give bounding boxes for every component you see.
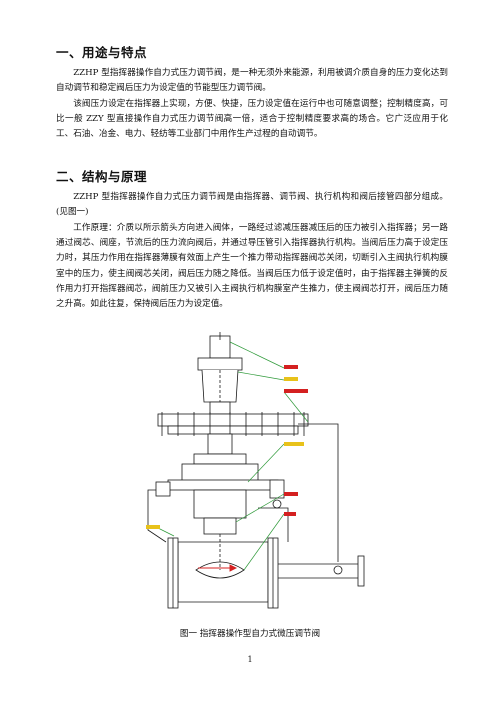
figure-caption: 图一 指挥器操作型自力式微压调节阀 [179,629,321,639]
page-number: 1 [247,655,253,664]
section-heading-2: 二、结构与原理 [56,169,148,184]
section1-paragraph-1: ZZHP 型指挥器操作自力式压力调节阀，是一种无须外来能源，利用被调介质自身的压… [56,68,448,94]
section2-paragraph-1: ZZHP 型指挥器操作自力式压力调节阀是由指挥器、调节阀、执行机构和阀后接管四部… [56,192,448,218]
valve-assembly-drawing [146,332,365,609]
section2-paragraph-2: 工作原理：介质以所示箭头方向进入阀体，一路经过滤减压器减压后的压力被引入指挥器；… [56,223,448,310]
section-heading-1: 一、用途与特点 [56,45,148,60]
section1-paragraph-2: 该阀压力设定在指挥器上实现，方便、快捷，压力设定值在运行中也可随意调整；控制精度… [56,99,448,140]
